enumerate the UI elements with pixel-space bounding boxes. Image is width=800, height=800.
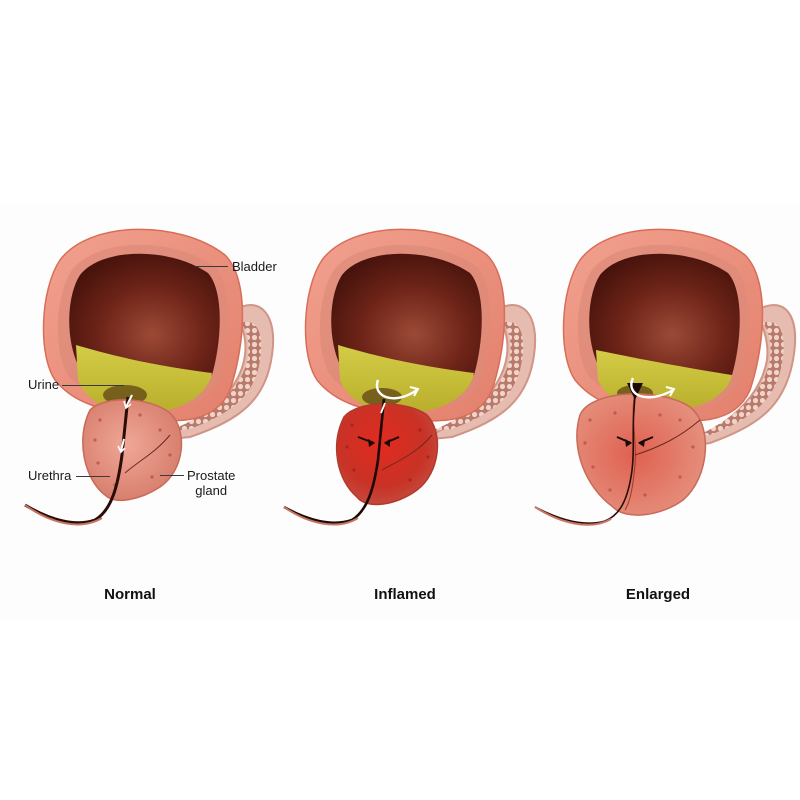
label-prostate-line2: gland (195, 483, 228, 498)
label-prostate-line1: Prostate (187, 468, 236, 483)
seminal-vesicle (684, 304, 797, 448)
caption-inflamed: Inflamed (374, 586, 436, 603)
diagram-enlarged (534, 215, 800, 535)
bladder-interior (589, 253, 740, 389)
flow-arrow-icon (120, 438, 125, 452)
urethra (24, 396, 130, 525)
label-prostate-gland: Prostate gland (187, 468, 235, 498)
curved-flow-arrow-icon (375, 379, 418, 400)
prostate-gland (82, 399, 183, 502)
diagram-normal (20, 215, 280, 535)
caption-enlarged: Enlarged (625, 586, 691, 603)
diagram-inflamed (282, 215, 542, 535)
label-urethra: Urethra (28, 468, 72, 483)
flow-arrow-icon (125, 394, 133, 408)
label-bladder: Bladder (232, 259, 277, 274)
caption-normal: Normal (104, 586, 156, 603)
curved-flow-arrow-icon (630, 377, 674, 399)
urethra-leader-line (76, 476, 110, 477)
prostate-gland (336, 403, 439, 506)
prostate-leader-line (160, 475, 184, 476)
urethra (534, 394, 636, 524)
urine-leader-line (62, 385, 124, 386)
prostate-gland (576, 393, 707, 516)
label-urine: Urine (28, 377, 60, 392)
bladder-leader-line (195, 266, 228, 267)
